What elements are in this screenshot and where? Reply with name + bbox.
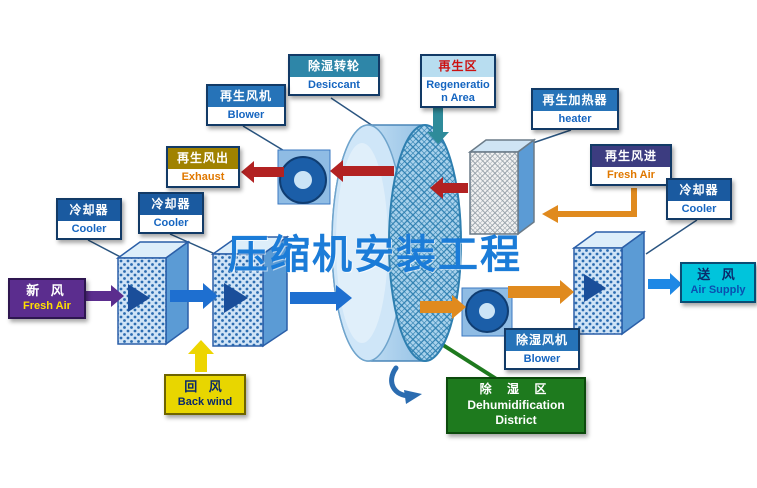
label-desiccant: 除湿转轮 Desiccant: [288, 54, 380, 96]
label-dehumid-blower-cn: 除湿风机: [506, 330, 578, 351]
label-dehumid-district-en2: District: [495, 413, 537, 428]
label-regeneration-cn: 再生区: [422, 56, 494, 77]
regen-hot-arrow-1: [330, 160, 394, 182]
label-cooler-right: 冷却器 Cooler: [666, 178, 732, 220]
flow-arrows: [84, 104, 682, 372]
label-air-supply-en: Air Supply: [690, 283, 746, 296]
label-regeneration-en: Regeneration Area: [422, 77, 494, 107]
label-desiccant-en: Desiccant: [290, 77, 378, 94]
cooler-box-right: [571, 230, 647, 336]
regen-zone-arrow: [427, 104, 449, 144]
label-back-wind-en: Back wind: [177, 395, 233, 408]
fresh-air-arrow: [84, 285, 124, 307]
regen-heater-exchanger: [467, 138, 537, 236]
desiccant-wheel: [331, 124, 462, 362]
cooler-box-left-inner: [210, 235, 290, 348]
label-dehumid-district-en1: Dehumidification: [467, 397, 565, 412]
rotation-arrow: [389, 365, 422, 404]
label-cooler-left-inner-cn: 冷却器: [140, 194, 202, 215]
label-back-wind: 回 风 Back wind: [164, 374, 246, 415]
back-wind-arrow: [188, 340, 214, 372]
label-dehumid-blower-en: Blower: [506, 351, 578, 368]
label-regen-blower-cn: 再生风机: [208, 86, 284, 107]
label-cooler-right-cn: 冷却器: [668, 180, 730, 201]
regen-fresh-air-arrowhead: [542, 205, 558, 223]
flow-chevron: [584, 274, 606, 302]
label-regen-blower: 再生风机 Blower: [206, 84, 286, 126]
regen-hot-arrow-3: [430, 177, 468, 199]
label-cooler-right-en: Cooler: [668, 201, 730, 218]
label-fresh-air-inlet-cn: 新 风: [26, 283, 68, 298]
label-cooler-left-inner: 冷却器 Cooler: [138, 192, 204, 234]
label-regen-fresh-air: 再生风进 Fresh Air: [590, 144, 672, 186]
label-regen-exhaust-en: Exhaust: [168, 169, 238, 186]
label-cooler-left-outer-en: Cooler: [58, 221, 120, 238]
label-dehumid-district: 除 湿 区 Dehumidification District: [446, 377, 586, 434]
flow-chevron: [128, 284, 150, 312]
label-regen-heater: 再生加热器 heater: [531, 88, 619, 130]
label-regen-fresh-air-cn: 再生风进: [592, 146, 670, 167]
dry-air-arrow-to-fan: [420, 295, 466, 319]
regen-fresh-air-path: [556, 188, 637, 217]
cooler-box-left-outer: [115, 240, 191, 346]
dehumid-blower-fan: [461, 287, 513, 337]
dry-air-arrow-to-cooler: [508, 280, 574, 304]
label-cooler-left-inner-en: Cooler: [140, 215, 202, 232]
regen-hot-arrow-2: [241, 161, 284, 183]
label-desiccant-cn: 除湿转轮: [290, 56, 378, 77]
label-regeneration-area: 再生区 Regeneration Area: [420, 54, 496, 109]
flow-chevron: [224, 283, 248, 313]
label-air-supply: 送 风 Air Supply: [680, 262, 756, 303]
label-regen-fresh-air-en: Fresh Air: [592, 167, 670, 184]
label-regen-heater-en: heater: [533, 111, 617, 128]
label-regen-exhaust: 再生风出 Exhaust: [166, 146, 240, 188]
label-regen-exhaust-cn: 再生风出: [168, 148, 238, 169]
label-regen-blower-en: Blower: [208, 107, 284, 124]
label-dehumid-district-cn: 除 湿 区: [479, 382, 553, 396]
regen-blower-fan: [277, 149, 331, 205]
label-back-wind-cn: 回 风: [184, 379, 226, 394]
label-fresh-air-inlet: 新 风 Fresh Air: [8, 278, 86, 319]
air-supply-arrow: [648, 273, 682, 295]
process-arrow-1: [170, 283, 218, 309]
label-air-supply-cn: 送 风: [697, 267, 739, 282]
label-cooler-left-outer: 冷却器 Cooler: [56, 198, 122, 240]
label-dehumid-blower: 除湿风机 Blower: [504, 328, 580, 370]
process-arrow-2: [290, 285, 352, 311]
label-cooler-left-outer-cn: 冷却器: [58, 200, 120, 221]
label-fresh-air-inlet-en: Fresh Air: [23, 299, 71, 312]
label-regen-heater-cn: 再生加热器: [533, 90, 617, 111]
